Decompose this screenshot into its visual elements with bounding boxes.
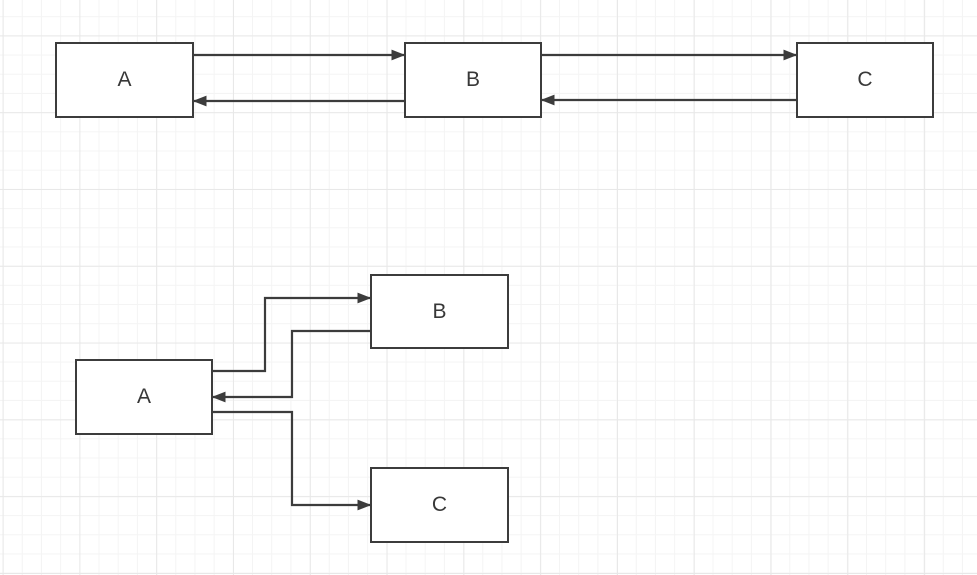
node-label: B [432, 299, 447, 323]
node-bottom-b[interactable]: B [370, 274, 509, 349]
node-bottom-c[interactable]: C [370, 467, 509, 543]
node-top-b[interactable]: B [404, 42, 542, 118]
node-top-a[interactable]: A [55, 42, 194, 118]
edge-bottom-b-to-a[interactable] [213, 329, 370, 397]
node-bottom-a[interactable]: A [75, 359, 213, 435]
node-label: C [431, 493, 448, 516]
edge-bottom-a-to-b[interactable] [213, 298, 370, 373]
node-top-c[interactable]: C [796, 42, 934, 118]
node-label: A [136, 385, 151, 408]
node-label: A [117, 68, 132, 91]
edge-bottom-a-to-c[interactable] [213, 410, 370, 505]
node-label: C [857, 68, 873, 91]
node-label: B [465, 68, 480, 91]
